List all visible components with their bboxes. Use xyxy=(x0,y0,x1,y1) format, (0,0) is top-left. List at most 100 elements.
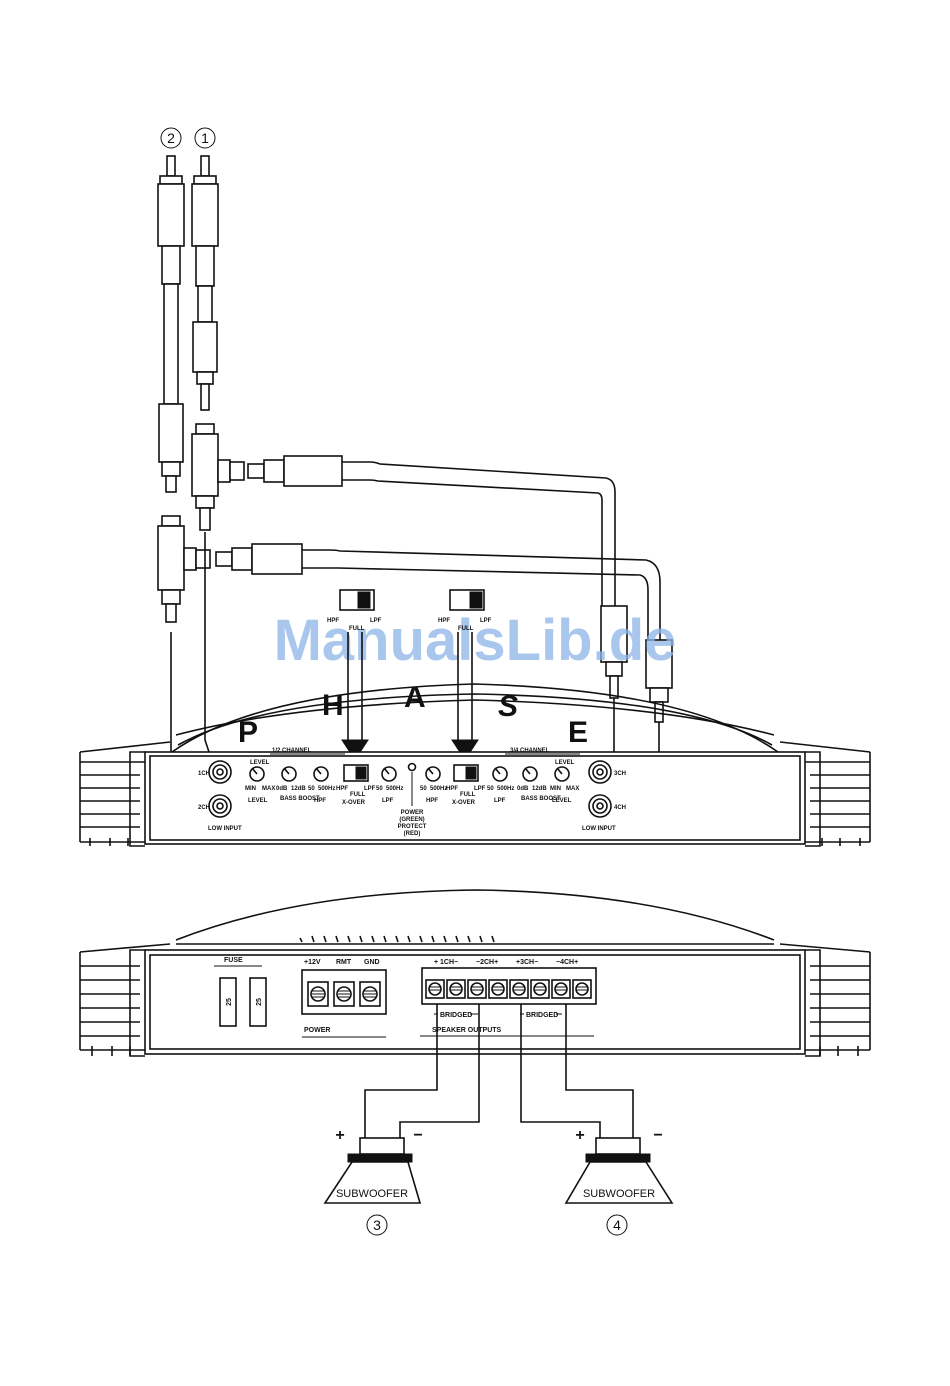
detail-right-hpf: HPF xyxy=(438,618,450,624)
label-gnd: GND xyxy=(364,959,380,966)
label-lpf-left: LPF xyxy=(382,798,394,804)
label-out-4ch: −4CH+ xyxy=(556,959,578,966)
logo-letter-s: S xyxy=(498,690,518,723)
subwoofer-left-minus: − xyxy=(413,1127,422,1144)
label-50-left: 50 xyxy=(308,786,315,792)
fuse-1: 25 xyxy=(219,977,237,1027)
label-0db-right: 0dB xyxy=(517,786,529,792)
label-out-1ch: + 1CH− xyxy=(434,959,458,966)
label-min-left: MIN xyxy=(245,786,256,792)
label-sw-full-left: FULL xyxy=(350,792,366,798)
input-jack-4ch xyxy=(588,794,612,818)
label-12v: +12V xyxy=(304,959,321,966)
label-bridged-left: BRIDGED xyxy=(440,1012,472,1019)
label-sw-lpf-right: LPF xyxy=(474,786,486,792)
label-power-2: (GREEN) xyxy=(399,817,424,823)
label-level-top-left: LEVEL xyxy=(250,760,270,766)
label-speaker-outputs: SPEAKER OUTPUTS xyxy=(432,1027,502,1034)
label-0db-left: 0dB xyxy=(276,786,288,792)
label-sw-lpf-left: LPF xyxy=(364,786,376,792)
label-500-left: 500Hz xyxy=(318,786,335,792)
callout-2-text: 2 xyxy=(167,130,175,146)
label-50-right: 50 xyxy=(420,786,427,792)
label-3ch: 3CH xyxy=(614,771,626,777)
callout-3: 3 xyxy=(366,1214,388,1236)
label-sw-hpf-right: HPF xyxy=(446,786,458,792)
label-500-lpf-left: 500Hz xyxy=(386,786,403,792)
label-min-right: MIN xyxy=(550,786,561,792)
label-bass-boost-left: BASS BOOST xyxy=(280,796,320,802)
detail-left-hpf: HPF xyxy=(327,618,339,624)
speaker-terminal-block xyxy=(421,967,597,1005)
power-led xyxy=(407,762,417,772)
detail-right-lpf: LPF xyxy=(480,618,492,624)
label-500-right: 500Hz xyxy=(430,786,447,792)
label-bridged-right: BRIDGED xyxy=(526,1012,558,1019)
label-xover-right: X-OVER xyxy=(452,800,476,806)
label-power-1: POWER xyxy=(401,810,424,816)
callout-4: 4 xyxy=(606,1214,628,1236)
label-50-lpf-right: 50 xyxy=(487,786,494,792)
label-level-top-right: LEVEL xyxy=(555,760,575,766)
label-max-left: MAX xyxy=(262,786,275,792)
watermark: ManualsLib.de xyxy=(274,608,677,673)
label-12db-left: 12dB xyxy=(291,786,306,792)
y-adapter-1 xyxy=(191,423,343,531)
label-xover-left: X-OVER xyxy=(342,800,366,806)
logo-letter-e: E xyxy=(568,716,588,749)
label-lpf-right: LPF xyxy=(494,798,506,804)
label-bass-boost-right: BASS BOOST xyxy=(521,796,561,802)
label-out-2ch: −2CH+ xyxy=(476,959,498,966)
detail-left-lpf: LPF xyxy=(370,618,382,624)
fuse-1-value: 25 xyxy=(226,998,233,1006)
label-sw-full-right: FULL xyxy=(460,792,476,798)
label-4ch: 4CH xyxy=(614,805,626,811)
input-jack-2ch xyxy=(208,794,232,818)
label-low-input-left: LOW INPUT xyxy=(208,826,242,832)
label-power-rear: POWER xyxy=(304,1027,330,1034)
y-adapter-2 xyxy=(157,515,303,623)
label-group-right: 3/4 CHANNEL xyxy=(510,748,550,754)
label-hpf-right: HPF xyxy=(426,798,438,804)
fuse-2: 25 xyxy=(249,977,267,1027)
label-2ch: 2CH xyxy=(198,805,210,811)
label-level-bottom-left: LEVEL xyxy=(248,798,268,804)
label-power-3: PROTECT xyxy=(398,824,427,830)
label-50-lpf-left: 50 xyxy=(376,786,383,792)
callout-1-text: 1 xyxy=(201,130,209,146)
label-rmt: RMT xyxy=(336,959,352,966)
logo-letter-a: A xyxy=(404,681,426,714)
power-terminal-block xyxy=(301,969,387,1015)
input-jack-3ch xyxy=(588,760,612,784)
subwoofer-left-label: SUBWOOFER xyxy=(336,1188,408,1200)
cable-to-3ch xyxy=(342,461,628,766)
label-1ch: 1CH xyxy=(198,771,210,777)
rca-cable-2 xyxy=(157,155,185,493)
xover-detail-left: HPF FULL LPF xyxy=(327,589,382,761)
logo-letter-p: P xyxy=(238,716,258,749)
label-group-left: 1/2 CHANNEL xyxy=(272,748,312,754)
label-fuse: FUSE xyxy=(224,957,243,964)
callout-1: 1 xyxy=(194,127,216,149)
xover-detail-right: HPF FULL LPF xyxy=(438,589,492,761)
label-500-lpf-right: 500Hz xyxy=(497,786,514,792)
rca-cable-1 xyxy=(191,155,219,411)
label-out-3ch: +3CH− xyxy=(516,959,538,966)
label-max-right: MAX xyxy=(566,786,579,792)
callout-2: 2 xyxy=(160,127,182,149)
subwoofer-right-label: SUBWOOFER xyxy=(583,1188,655,1200)
logo-letter-h: H xyxy=(322,689,344,722)
label-12db-right: 12dB xyxy=(532,786,547,792)
subwoofer-right-minus: − xyxy=(653,1127,662,1144)
label-low-input-right: LOW INPUT xyxy=(582,826,616,832)
label-level-bottom-right: LEVEL xyxy=(552,798,572,804)
subwoofer-right: SUBWOOFER + − xyxy=(564,1127,674,1204)
callout-4-text: 4 xyxy=(613,1217,621,1233)
label-power-4: (RED) xyxy=(404,831,421,837)
subwoofer-left: SUBWOOFER + − xyxy=(323,1127,423,1204)
input-jack-1ch xyxy=(208,760,232,784)
label-sw-hpf-left: HPF xyxy=(336,786,348,792)
subwoofer-left-plus: + xyxy=(335,1127,344,1144)
label-hpf-left: HPF xyxy=(314,798,326,804)
